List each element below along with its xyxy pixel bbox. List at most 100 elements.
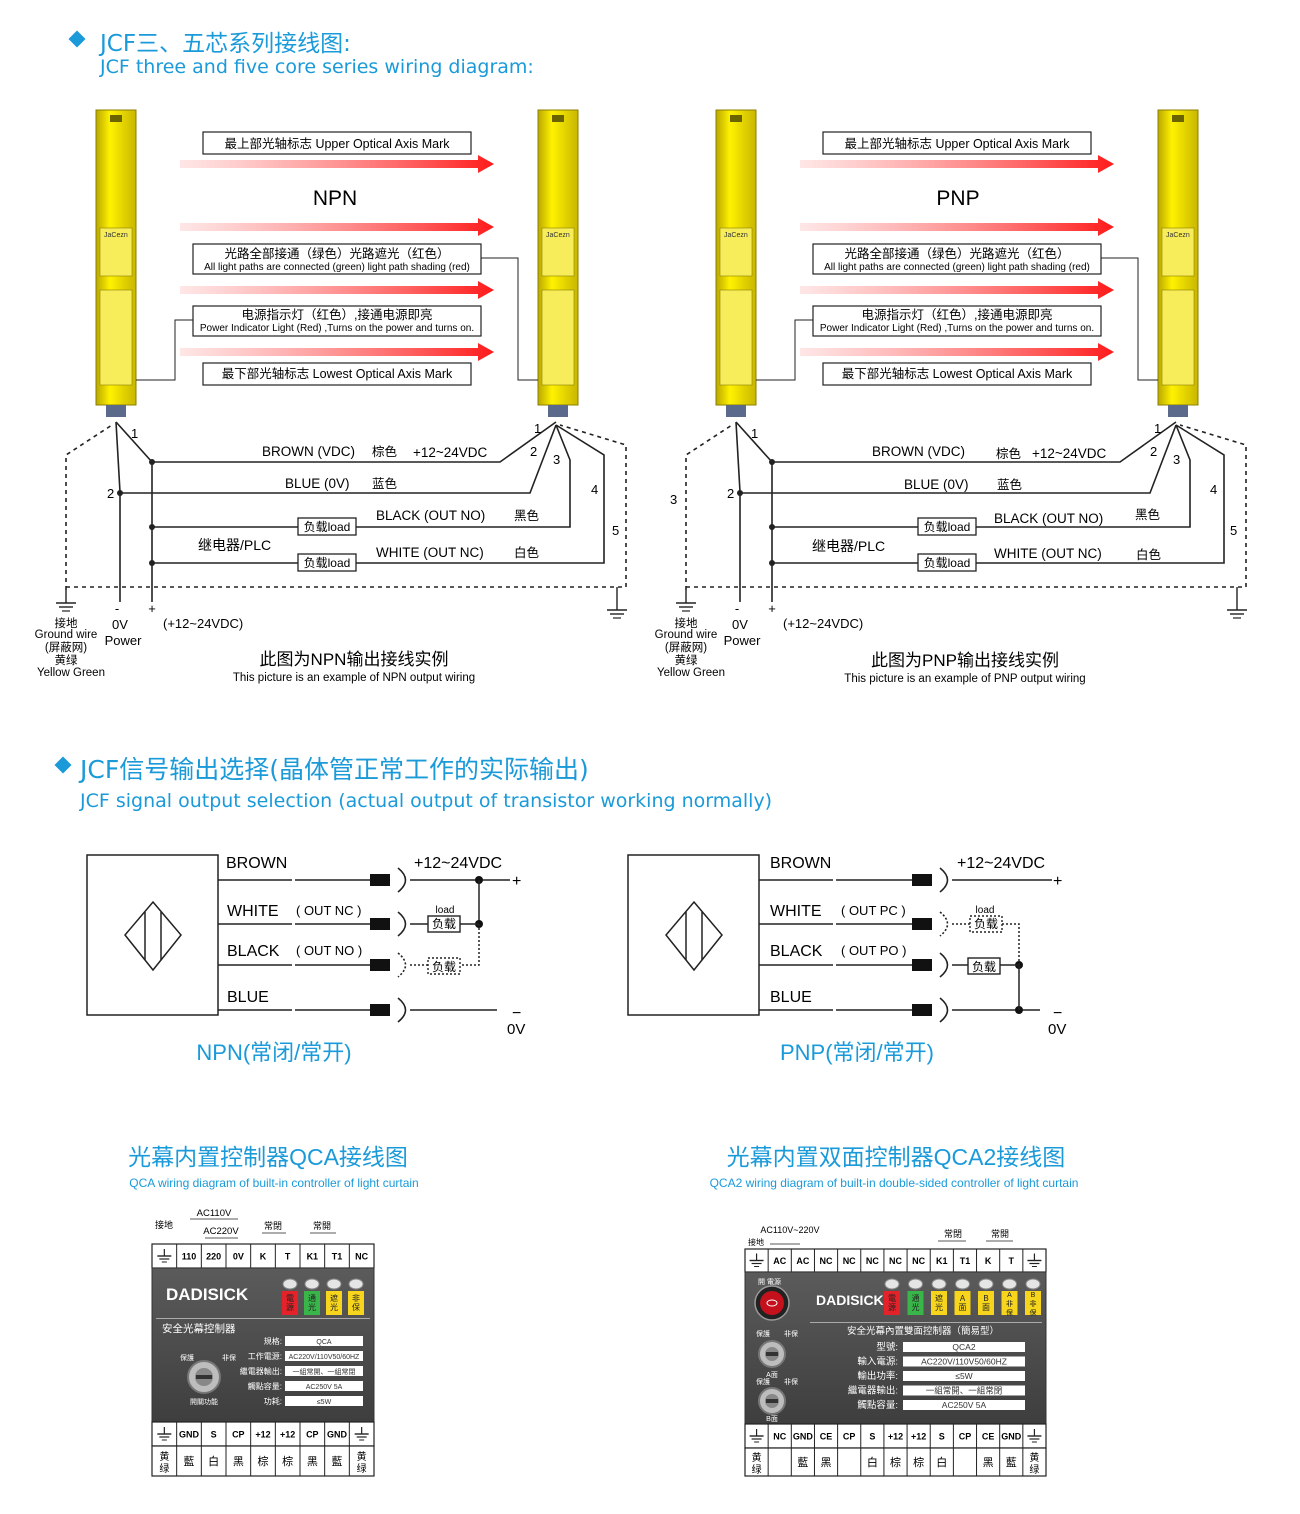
wire-num-5-right: 5	[612, 523, 619, 538]
indicator-led: A面	[954, 1278, 971, 1315]
black-cn-label: 黑色	[514, 508, 540, 523]
terminal-label: T	[285, 1252, 291, 1262]
load-cn-2: 负载	[972, 960, 996, 974]
zero-v-label: 0V	[507, 1021, 525, 1038]
ground-icon	[157, 1427, 172, 1441]
arrow-1	[180, 155, 494, 173]
terminal-label: 110	[182, 1252, 197, 1262]
brown-label: BROWN	[226, 855, 287, 872]
led-label: A	[1007, 1292, 1012, 1299]
black-cn-label: 黑色	[1135, 507, 1161, 522]
led-label: 遮	[935, 1293, 943, 1303]
terminal-label: 220	[206, 1252, 221, 1262]
spec-label: 觸點容量:	[857, 1399, 898, 1411]
terminal-label: NC	[843, 1256, 856, 1266]
brand-label: JaCezn	[104, 232, 128, 239]
terminal-label: +12	[888, 1432, 903, 1442]
relay-label: 继电器/PLC	[812, 538, 885, 554]
wire-num-1-left: 1	[751, 426, 758, 441]
ac110-label: AC110V	[197, 1208, 232, 1219]
brown-label: BROWN	[770, 855, 831, 872]
terminal-label: +12	[911, 1432, 926, 1442]
arrow-1	[800, 155, 1114, 173]
spec-value: AC250V 5A	[306, 1384, 343, 1391]
led-label: 保	[1030, 1308, 1037, 1317]
ac220-label: AC220V	[203, 1226, 239, 1237]
zero-v-label: 0V	[1048, 1021, 1066, 1038]
spec-value: AC220V/110V50/60HZ	[289, 1354, 360, 1361]
out-no-label: ( OUT NO )	[296, 943, 362, 958]
power-en: Power Indicator Light (Red) ,Turns on th…	[200, 323, 474, 334]
wire-color-label: 绿	[357, 1462, 367, 1475]
wire-num-1-right: 1	[534, 421, 541, 436]
spec-label: 繼電器輸出:	[848, 1385, 898, 1397]
arrow-2	[180, 218, 494, 236]
key-switch-a-icon[interactable]	[758, 1340, 786, 1368]
plus-label: +	[1053, 873, 1062, 890]
upper-mark-label: 最上部光轴标志 Upper Optical Axis Mark	[844, 136, 1070, 151]
terminal-label: NC	[889, 1256, 902, 1266]
power-switch-icon[interactable]	[754, 1285, 790, 1321]
spec-value: QCA2	[952, 1342, 975, 1352]
terminal-label: S	[869, 1432, 875, 1442]
load-en-1: load	[436, 905, 455, 916]
yg-cn: 黄绿	[55, 653, 78, 667]
lowest-mark-label: 最下部光轴标志 Lowest Optical Axis Mark	[222, 366, 453, 381]
spec-value: 一組常開、一組常閉	[926, 1386, 1003, 1396]
brown-label: BROWN (VDC)	[872, 444, 965, 459]
terminal-label: GND	[179, 1430, 200, 1440]
black-label: BLACK	[770, 943, 823, 960]
qca2-side-a: A面	[766, 1371, 778, 1379]
led-label: 面	[959, 1303, 967, 1312]
ground-icon	[749, 1253, 764, 1267]
nc-label-1: 常閉	[264, 1220, 282, 1231]
qca2-ac-label: AC110V~220V	[760, 1225, 819, 1235]
qca2-specs: 型號:QCA2輸入電源:AC220V/110V50/60HZ輸出功率:≤5W繼電…	[848, 1341, 1025, 1411]
ground-en: Ground wire	[35, 629, 98, 641]
brown-label: BROWN (VDC)	[262, 444, 355, 459]
plus-vdc-label: (+12~24VDC)	[783, 616, 863, 631]
load-box-1: 负载load	[304, 520, 351, 534]
spec-value: 一組常開、一組常閉	[293, 1367, 356, 1376]
terminal-label: NC	[355, 1252, 368, 1262]
wire-color-label: 藍	[797, 1456, 808, 1469]
wire-color-label: 棕	[282, 1454, 293, 1468]
wire-color-label: 藍	[332, 1455, 343, 1468]
terminal-label: NC	[773, 1432, 786, 1442]
brand-label: JaCezn	[546, 232, 570, 239]
minus-label: -	[735, 601, 739, 616]
vdc-label: +12~24VDC	[414, 855, 502, 872]
power-label: Power	[105, 633, 143, 648]
section1-title-en: JCF three and five core series wiring di…	[100, 56, 534, 78]
ground-cn-label: 接地	[155, 1219, 173, 1230]
plus-label: +	[512, 873, 521, 890]
key-switch-icon[interactable]	[187, 1360, 221, 1394]
ground-cn: 接地	[675, 617, 698, 630]
qca2-product: 安全光幕內置雙面控制器（簡易型）	[847, 1325, 999, 1337]
led-label: 遮	[330, 1293, 338, 1303]
black-label: BLACK (OUT NO)	[994, 511, 1103, 526]
caption-en: This picture is an example of NPN output…	[233, 672, 475, 684]
indicator-led: 遮光	[931, 1278, 947, 1315]
brown-cn-label: 棕色	[996, 446, 1022, 461]
ground-icon	[749, 1429, 764, 1443]
arrow-4	[800, 343, 1114, 361]
wire-color-label: 棕	[913, 1455, 924, 1469]
ground-icon	[676, 590, 696, 612]
led-label: 非	[1030, 1299, 1037, 1308]
all-paths-cn: 光路全部接通（绿色）光路遮光（红色）	[224, 246, 449, 261]
out-pc-label: ( OUT PC )	[841, 903, 906, 918]
indicator-led: 電源	[884, 1278, 900, 1315]
terminal-label: GND	[1001, 1432, 1022, 1442]
spec-label: 工作電源:	[248, 1351, 282, 1361]
qca2-protect-b: 保護	[756, 1377, 770, 1386]
white-label: WHITE (OUT NC)	[994, 546, 1102, 561]
blue-label: BLUE	[227, 989, 269, 1006]
led-label: 光	[308, 1302, 316, 1312]
plus-label: +	[148, 601, 156, 616]
terminal-label: 0V	[233, 1252, 244, 1262]
key-switch-b-icon[interactable]	[758, 1387, 786, 1415]
qca-controller-diagram: 光幕内置控制器QCA接线图 QCA wiring diagram of buil…	[128, 1144, 419, 1477]
led-label: B	[983, 1294, 988, 1303]
qca2-no-label: 常開	[991, 1228, 1009, 1239]
